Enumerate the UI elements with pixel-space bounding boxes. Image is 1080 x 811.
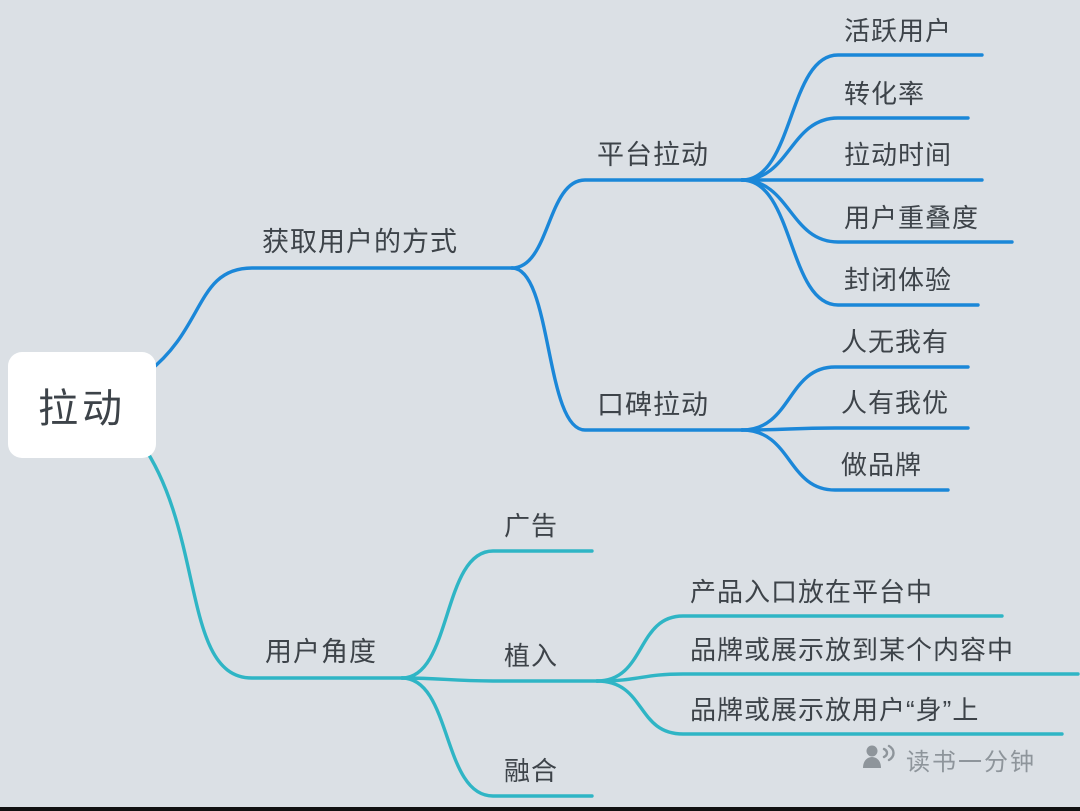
- edge-acquisition-to-platform-pull: [510, 178, 744, 270]
- node-platform-pull[interactable]: 平台拉动: [597, 140, 709, 170]
- node-placement[interactable]: 植入: [504, 641, 559, 671]
- node-user-perspective[interactable]: 用户角度: [265, 637, 377, 667]
- watermark: 读书一分钟: [860, 742, 1036, 777]
- node-conversion-rate[interactable]: 转化率: [844, 79, 926, 109]
- node-brand-in-content[interactable]: 品牌或展示放到某个内容中: [690, 635, 1015, 665]
- node-build-brand[interactable]: 做品牌: [841, 450, 923, 480]
- node-product-entry-in-platform[interactable]: 产品入口放在平台中: [690, 577, 934, 607]
- node-user-acquisition-method[interactable]: 获取用户的方式: [262, 227, 458, 257]
- node-integration[interactable]: 融合: [504, 756, 559, 786]
- node-pull-time[interactable]: 拉动时间: [844, 140, 953, 170]
- node-brand-on-user[interactable]: 品牌或展示放用户“身”上: [690, 695, 980, 725]
- watermark-label: 读书一分钟: [906, 749, 1036, 776]
- edge-perspective-to-integration: [400, 676, 594, 798]
- node-active-users[interactable]: 活跃用户: [844, 16, 953, 46]
- node-word-of-mouth-pull[interactable]: 口碑拉动: [597, 390, 709, 420]
- node-better-than-others[interactable]: 人有我优: [841, 388, 950, 418]
- edge-perspective-to-placement: [400, 676, 599, 683]
- node-have-what-others-lack[interactable]: 人无我有: [841, 327, 950, 357]
- bottom-border: [0, 807, 1080, 811]
- reader-icon: [860, 742, 900, 777]
- node-closed-experience[interactable]: 封闭体验: [844, 265, 953, 295]
- node-advertising[interactable]: 广告: [504, 511, 559, 541]
- edge-root-to-acquisition: [146, 266, 514, 374]
- edge-placement-to-brand-in-content: [595, 672, 1080, 683]
- edge-perspective-to-advertising: [400, 549, 594, 680]
- node-pull-root[interactable]: 拉动: [8, 352, 156, 458]
- node-user-overlap[interactable]: 用户重叠度: [844, 203, 980, 233]
- edge-wom-to-better-than-others: [740, 426, 970, 432]
